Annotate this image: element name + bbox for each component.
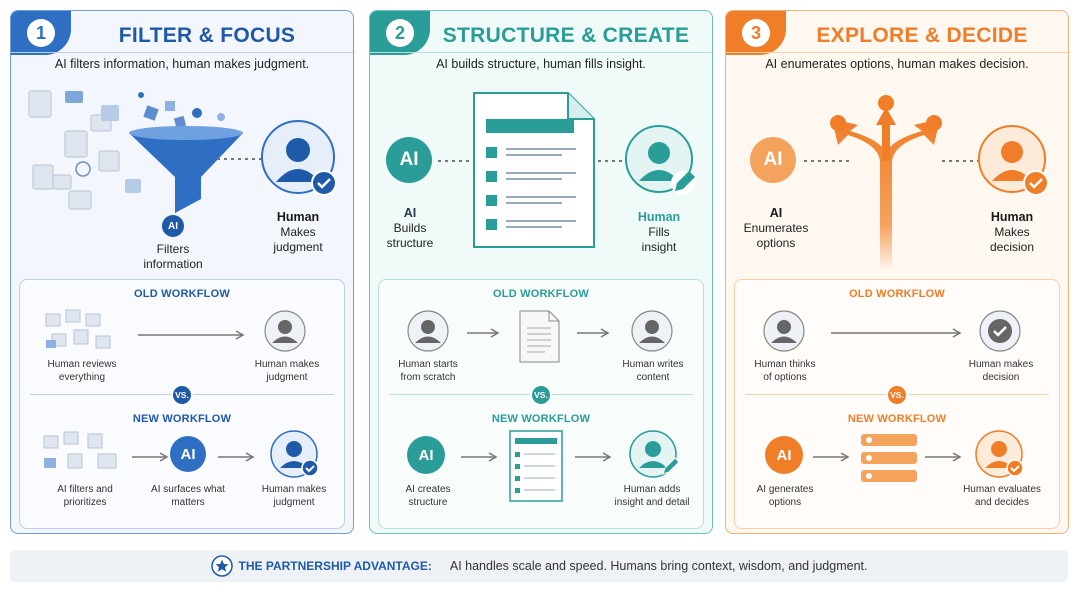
old-left-caption: Human thinks of options (754, 359, 816, 383)
person-icon (631, 310, 673, 352)
panel-filter-focus: 1 FILTER & FOCUS AI filters information,… (10, 10, 354, 534)
step-badge: 1 (11, 11, 71, 55)
step-badge: 2 (370, 11, 430, 55)
old-workflow-label: OLD WORKFLOW (134, 288, 230, 300)
documents-icon (45, 309, 111, 349)
arrow-icon (577, 328, 610, 338)
workflow-comparison: OLD WORKFLOW Human thinks of options Hum… (734, 279, 1060, 529)
person-icon (407, 310, 449, 352)
old-workflow-label: OLD WORKFLOW (493, 288, 589, 300)
new-left-caption: AI generates options (756, 484, 814, 508)
human-check-icon (978, 125, 1049, 196)
panel-title: EXPLORE & DECIDE (816, 24, 1028, 47)
panel-title: FILTER & FOCUS (118, 24, 296, 47)
arrow-icon (218, 452, 255, 462)
arrow-icon (461, 452, 498, 462)
human-edit-icon (625, 125, 695, 195)
panel-subtitle: AI enumerates options, human makes decis… (765, 57, 1029, 71)
arrow-icon (132, 452, 169, 462)
new-left-caption: AI creates structure (405, 484, 451, 508)
person-icon (763, 310, 805, 352)
arrow-icon (575, 452, 612, 462)
ai-badge: AI (386, 137, 432, 183)
human-icon (261, 120, 337, 196)
document-template-icon (509, 430, 563, 502)
ai-badge: AI (407, 436, 445, 474)
new-left-caption: AI filters and prioritizes (57, 484, 113, 508)
funnel-icon (28, 90, 243, 213)
check-icon (979, 310, 1021, 352)
panel-structure-create: 2 STRUCTURE & CREATE AI builds structure… (369, 10, 713, 534)
old-workflow-label: OLD WORKFLOW (849, 288, 945, 300)
panel-subtitle: AI filters information, human makes judg… (54, 57, 310, 71)
arrow-icon (925, 452, 962, 462)
arrow-icon (467, 328, 500, 338)
old-left-caption: Human reviews everything (47, 359, 117, 383)
vs-badge: VS. (530, 384, 552, 406)
step-badge: 3 (726, 11, 786, 55)
ai-badge: AI (765, 436, 803, 474)
footer-banner: THE PARTNERSHIP ADVANTAGE: AI handles sc… (10, 550, 1068, 582)
new-mid-caption: AI surfaces what matters (151, 484, 225, 508)
new-right-caption: Human adds insight and detail (614, 484, 690, 508)
arrow-icon (831, 328, 962, 338)
footer-text: AI handles scale and speed. Humans bring… (449, 559, 868, 573)
star-icon (210, 555, 233, 577)
panel-subtitle: AI builds structure, human fills insight… (436, 57, 646, 71)
blank-document-icon (519, 310, 560, 363)
person-icon (264, 310, 306, 352)
ai-badge: AI (170, 436, 206, 472)
old-right-caption: Human makes decision (968, 359, 1034, 383)
new-right-caption: Human makes judgment (261, 484, 327, 508)
vs-badge: VS. (171, 384, 193, 406)
panel-title: STRUCTURE & CREATE (442, 24, 690, 47)
human-check-icon (975, 430, 1024, 478)
new-right-caption: Human evaluates and decides (963, 484, 1041, 508)
footer-title: THE PARTNERSHIP ADVANTAGE: (238, 559, 432, 573)
arrow-icon (813, 452, 850, 462)
workflow-comparison: OLD WORKFLOW Human reviews everything Hu… (19, 279, 345, 529)
old-left-caption: Human starts from scratch (398, 359, 458, 383)
workflow-comparison: OLD WORKFLOW Human starts from scratch H… (378, 279, 704, 529)
document-template-icon (473, 92, 595, 248)
ai-badge: AI (162, 215, 184, 237)
human-edit-icon (629, 430, 680, 478)
documents-icon (43, 431, 117, 469)
old-right-caption: Human writes content (622, 359, 684, 383)
branching-arrows-icon (830, 95, 942, 271)
ai-badge: AI (750, 137, 796, 183)
new-workflow-label: NEW WORKFLOW (132, 413, 232, 425)
options-list-icon (861, 434, 917, 482)
old-right-caption: Human makes judgment (254, 359, 320, 383)
new-workflow-label: NEW WORKFLOW (491, 413, 591, 425)
human-check-icon (270, 430, 319, 478)
panel-explore-decide: 3 EXPLORE & DECIDE AI enumerates options… (725, 10, 1069, 534)
new-workflow-label: NEW WORKFLOW (847, 413, 947, 425)
arrow-icon (138, 330, 245, 340)
vs-badge: VS. (886, 384, 908, 406)
